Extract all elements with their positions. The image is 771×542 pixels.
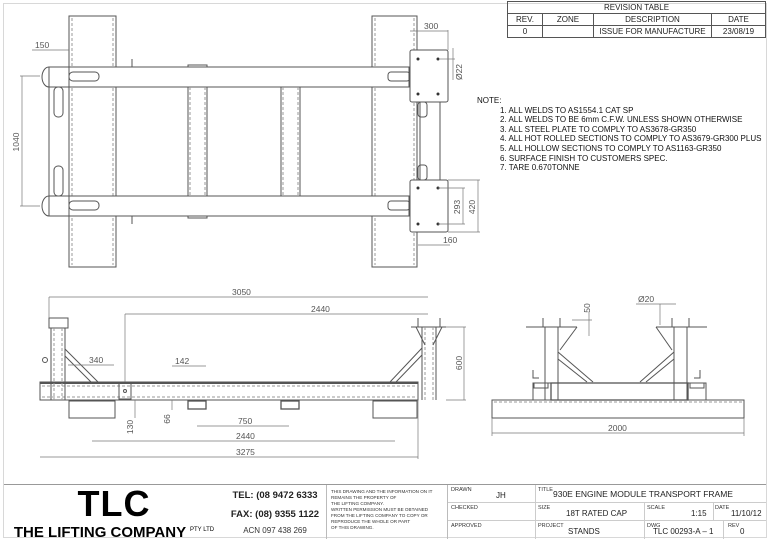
- legal-line: FROM THE LIFTING COMPANY TO COPY OR: [331, 513, 428, 518]
- dim-750: 750: [238, 416, 252, 426]
- date-value: 11/10/12: [731, 509, 762, 518]
- dim-1040: 1040: [11, 132, 21, 151]
- dim-142: 142: [175, 356, 189, 366]
- phone-number: TEL: (08 9472 6333: [232, 490, 318, 501]
- dim-2000: 2000: [608, 423, 627, 433]
- note-item: 3. ALL STEEL PLATE TO COMPLY TO AS3678-G…: [500, 124, 697, 134]
- rev-header: REV.: [507, 13, 543, 26]
- end-view: [491, 318, 745, 419]
- note-item: 2. ALL WELDS TO BE 6mm C.F.W. UNLESS SHO…: [500, 115, 743, 125]
- dim-2440-bottom: 2440: [236, 431, 255, 441]
- contact-info: TEL: (08 9472 6333 FAX: (08) 9355 1122 A…: [224, 485, 326, 539]
- drawn-value: JH: [496, 491, 506, 500]
- legal-line: WRITTEN PERMISSION MUST BE OBTAINED: [331, 507, 429, 512]
- dim-150: 150: [35, 40, 49, 50]
- note-item: 4. ALL HOT ROLLED SECTIONS TO COMPLY TO …: [500, 134, 762, 144]
- dim-130: 130: [125, 420, 135, 434]
- dim-160: 160: [443, 235, 457, 245]
- scale-value: 1:15: [691, 509, 707, 518]
- company-name: THE LIFTING COMPANY: [13, 524, 186, 541]
- rev-label: REV: [728, 523, 740, 529]
- legal-line: THIS DRAWING AND THE INFORMATION ON IT: [331, 489, 433, 494]
- side-view: [39, 317, 446, 419]
- drawn-label: DRAWN: [451, 487, 472, 493]
- dim-293: 293: [452, 200, 462, 214]
- date-header: DATE: [711, 13, 766, 26]
- rev-cell: 0: [507, 25, 543, 38]
- dim-340: 340: [89, 355, 103, 365]
- rev-value: 0: [740, 527, 745, 536]
- date-cell: 23/08/19: [711, 25, 766, 38]
- scale-label: SCALE: [647, 505, 666, 511]
- dim-3050: 3050: [232, 287, 251, 297]
- size-label: SIZE: [538, 505, 551, 511]
- fax-number: FAX: (08) 9355 1122: [230, 509, 320, 520]
- dwg-label: DWG: [647, 523, 661, 529]
- project-value: STANDS: [568, 527, 600, 536]
- legal-line: OF THIS DRAWING.: [331, 525, 374, 530]
- date-label: DATE: [715, 505, 730, 511]
- dim-dia20: Ø20: [638, 294, 654, 304]
- checked-label: CHECKED: [451, 505, 478, 511]
- table-row: 0 ISSUE FOR MANUFACTURE 23/08/19: [507, 25, 766, 38]
- plan-view: [41, 15, 449, 268]
- title-block: TLC THE LIFTING COMPANY PTY LTD TEL: (08…: [4, 483, 766, 542]
- dim-3275: 3275: [236, 447, 255, 457]
- legal-line: REMAINS THE PROPERTY OF: [331, 495, 397, 500]
- legal-line: THE LIFTING COMPANY.: [331, 501, 384, 506]
- sheet-border: [3, 3, 767, 538]
- notes-heading: NOTE:: [477, 96, 502, 105]
- note-item: 7. TARE 0.670TONNE: [500, 163, 580, 173]
- notes: NOTE: 1. ALL WELDS TO AS1554.1 CAT SP 2.…: [477, 96, 761, 173]
- company-suffix: PTY LTD: [190, 527, 215, 533]
- drawing-info-grid: DRAWN JH TITLE 930E ENGINE MODULE TRANSP…: [448, 485, 766, 539]
- size-value: 18T RATED CAP: [566, 509, 628, 518]
- dim-50: 50: [582, 303, 592, 313]
- title-label: TITLE: [538, 487, 553, 493]
- info-row: CHECKED SIZE 18T RATED CAP SCALE 1:15 DA…: [448, 503, 766, 521]
- zone-header: ZONE: [542, 13, 594, 26]
- revision-table: REVISION TABLE REV. ZONE DESCRIPTION DAT…: [507, 1, 766, 38]
- dim-2440-top: 2440: [311, 304, 330, 314]
- dwg-number: TLC 00293-A – 1: [653, 527, 714, 536]
- note-item: 5. ALL HOLLOW SECTIONS TO COMPLY TO AS11…: [500, 143, 722, 153]
- note-item: 6. SURFACE FINISH TO CUSTOMERS SPEC.: [500, 153, 668, 163]
- title-value: 930E ENGINE MODULE TRANSPORT FRAME: [553, 489, 733, 499]
- dim-dia22: Ø22: [454, 64, 464, 80]
- dim-300: 300: [424, 21, 438, 31]
- zone-cell: [542, 25, 594, 38]
- dim-420: 420: [467, 200, 477, 214]
- description-cell: ISSUE FOR MANUFACTURE: [593, 25, 712, 38]
- legal-line: REPRODUCE THE WHOLE OR PART: [331, 519, 411, 524]
- project-label: PROJECT: [538, 523, 564, 529]
- company-logo: TLC THE LIFTING COMPANY PTY LTD: [4, 483, 224, 542]
- dim-66: 66: [162, 414, 172, 424]
- info-row: APPROVED PROJECT STANDS DWG TLC 00293-A …: [448, 521, 766, 539]
- logo-text: TLC: [77, 483, 151, 524]
- acn-number: ACN 097 438 269: [243, 526, 307, 535]
- info-row: DRAWN JH TITLE 930E ENGINE MODULE TRANSP…: [448, 485, 766, 503]
- revision-table-title: REVISION TABLE: [507, 1, 766, 14]
- dim-600: 600: [454, 356, 464, 370]
- description-header: DESCRIPTION: [593, 13, 712, 26]
- approved-label: APPROVED: [451, 523, 482, 529]
- note-item: 1. ALL WELDS TO AS1554.1 CAT SP: [500, 105, 634, 115]
- copyright-notice: THIS DRAWING AND THE INFORMATION ON IT R…: [326, 485, 448, 539]
